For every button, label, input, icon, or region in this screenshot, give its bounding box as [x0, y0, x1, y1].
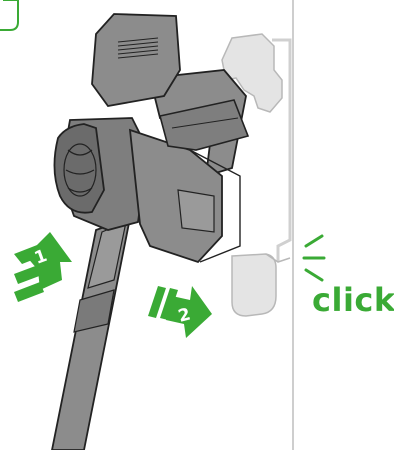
vent-grille-icon	[117, 37, 159, 59]
vacuum-body	[53, 13, 250, 264]
up-arrow-icon	[26, 232, 72, 290]
step-1-arrow: 1	[14, 232, 72, 302]
cyclone-icon	[63, 143, 97, 197]
step-2-number: 2	[176, 304, 193, 326]
corner-frame-icon	[0, 0, 19, 31]
right-arrow-icon	[166, 286, 212, 338]
click-label: click	[312, 281, 394, 319]
dock-station	[221, 33, 292, 317]
step-2-arrow: 2	[148, 286, 212, 338]
click-sound-lines-icon	[302, 234, 326, 282]
